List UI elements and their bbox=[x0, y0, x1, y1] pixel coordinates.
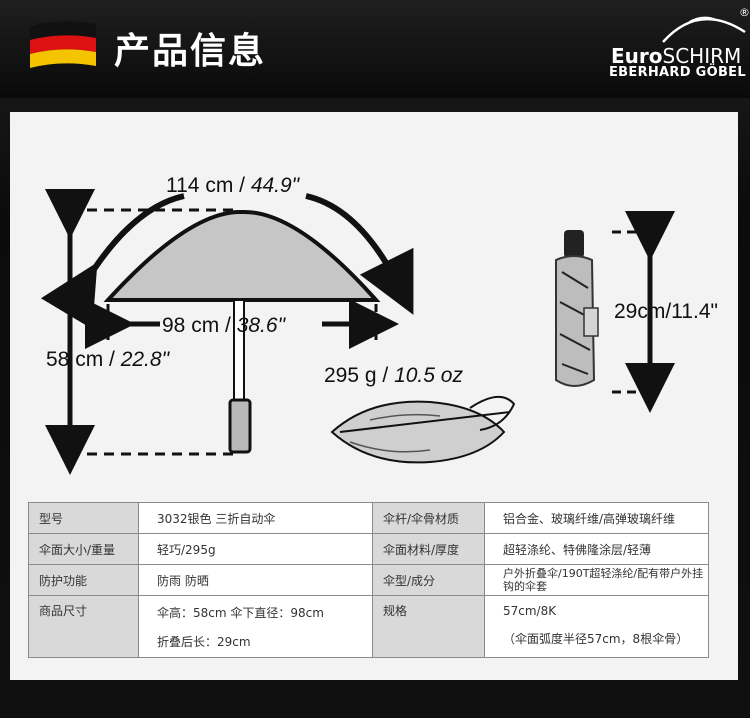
height-value: 58 cm / bbox=[46, 348, 121, 371]
weight-label: 295 g / 10.5 oz bbox=[324, 364, 463, 388]
weight-value: 295 g / bbox=[324, 364, 395, 387]
table-row: 型号 3032银色 三折自动伞 伞杆/伞骨材质 铝合金、玻璃纤维/高弹玻璃纤维 bbox=[28, 502, 709, 534]
logo-brand: EuroSCHIRM bbox=[611, 44, 741, 68]
spec-value-line: （伞面弧度半径57cm，8根伞骨） bbox=[503, 632, 689, 646]
umbrella-dimension-diagram: 114 cm / 44.9" 98 cm / 38.6" 58 cm / 22.… bbox=[10, 112, 738, 502]
header-bar: 产品信息 ® EuroSCHIRM EBERHARD GÖBEL bbox=[0, 0, 750, 98]
spec-key: 防护功能 bbox=[28, 564, 139, 596]
spec-value-line: 折叠后长：29cm bbox=[157, 635, 251, 649]
spec-value: 铝合金、玻璃纤维/高弹玻璃纤维 bbox=[484, 502, 709, 534]
height-label: 58 cm / 22.8" bbox=[46, 348, 169, 372]
feather-icon bbox=[330, 396, 516, 464]
width-imperial: 38.6" bbox=[236, 314, 286, 337]
spec-value-multi: 57cm/8K （伞面弧度半径57cm，8根伞骨） bbox=[484, 595, 709, 658]
weight-imperial: 10.5 oz bbox=[394, 364, 463, 387]
umbrella-drawing bbox=[40, 189, 675, 475]
germany-flag-icon bbox=[30, 21, 96, 68]
spec-value: 防雨 防晒 bbox=[138, 564, 373, 596]
spec-key: 规格 bbox=[372, 595, 485, 658]
content-panel: 114 cm / 44.9" 98 cm / 38.6" 58 cm / 22.… bbox=[10, 112, 738, 680]
spec-value: 轻巧/295g bbox=[138, 533, 373, 565]
spec-value-line: 伞高：58cm 伞下直径：98cm bbox=[157, 606, 324, 620]
width-label: 98 cm / 38.6" bbox=[162, 314, 285, 338]
table-row: 伞面大小/重量 轻巧/295g 伞面材料/厚度 超轻涤纶、特佛隆涂层/轻薄 bbox=[28, 533, 709, 565]
registered-mark: ® bbox=[739, 6, 750, 19]
spec-key: 伞型/成分 bbox=[372, 564, 485, 596]
folded-length-label: 29cm/11.4" bbox=[614, 300, 718, 323]
folded-umbrella-icon bbox=[555, 230, 599, 387]
table-row: 商品尺寸 伞高：58cm 伞下直径：98cm 折叠后长：29cm 规格 57cm… bbox=[28, 595, 709, 658]
spec-key: 伞面大小/重量 bbox=[28, 533, 139, 565]
spec-value-line: 57cm/8K bbox=[503, 604, 557, 618]
span-label: 114 cm / 44.9" bbox=[166, 174, 299, 198]
logo-brand-b: SCHIRM bbox=[662, 44, 742, 68]
spec-key: 型号 bbox=[28, 502, 139, 534]
table-row: 防护功能 防雨 防晒 伞型/成分 户外折叠伞/190T超轻涤纶/配有带户外挂钩的… bbox=[28, 564, 709, 596]
umbrella-logo-icon bbox=[662, 16, 746, 43]
logo-brand-a: Euro bbox=[611, 44, 663, 68]
page-title: 产品信息 bbox=[114, 31, 267, 72]
spec-value: 3032银色 三折自动伞 bbox=[138, 502, 373, 534]
euroschirm-logo: ® EuroSCHIRM EBERHARD GÖBEL bbox=[605, 2, 750, 86]
span-imperial: 44.9" bbox=[250, 174, 300, 197]
spec-key: 伞杆/伞骨材质 bbox=[372, 502, 485, 534]
width-value: 98 cm / bbox=[162, 314, 237, 337]
product-spec-table: 型号 3032银色 三折自动伞 伞杆/伞骨材质 铝合金、玻璃纤维/高弹玻璃纤维 … bbox=[28, 502, 709, 658]
spec-value: 户外折叠伞/190T超轻涤纶/配有带户外挂钩的伞套 bbox=[484, 564, 709, 596]
spec-key: 商品尺寸 bbox=[28, 595, 139, 658]
span-value: 114 cm / bbox=[166, 174, 251, 197]
spec-key: 伞面材料/厚度 bbox=[372, 533, 485, 565]
height-imperial: 22.8" bbox=[120, 348, 170, 371]
spec-value-multi: 伞高：58cm 伞下直径：98cm 折叠后长：29cm bbox=[138, 595, 373, 658]
logo-subtitle: EBERHARD GÖBEL bbox=[609, 65, 746, 80]
spec-value: 超轻涤纶、特佛隆涂层/轻薄 bbox=[484, 533, 709, 565]
